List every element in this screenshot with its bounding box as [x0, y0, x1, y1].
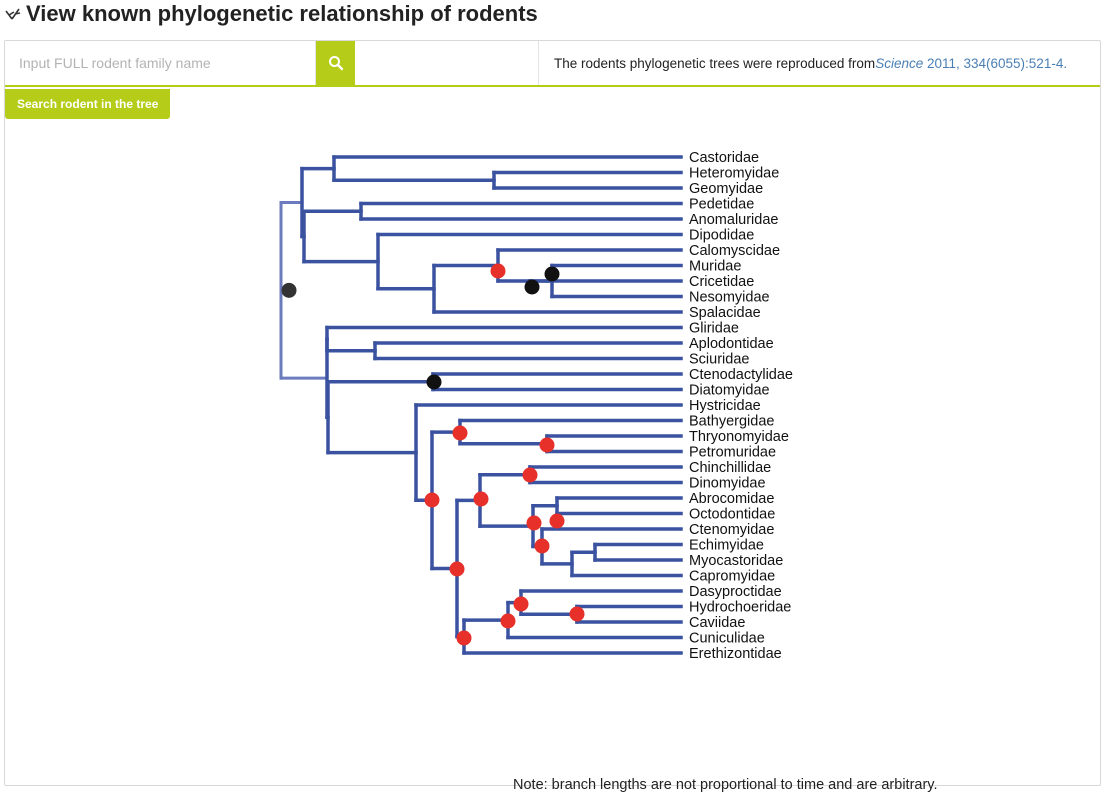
branch-length-note: Note: branch lengths are not proportiona… — [513, 777, 938, 793]
taxon-label: Petromuridae — [689, 445, 776, 461]
citation-details: 2011, 334(6055):521-4. — [923, 55, 1068, 71]
taxon-label: Ctenodactylidae — [689, 367, 793, 383]
node-marker — [539, 437, 555, 453]
journal-name: Science — [875, 55, 924, 71]
taxon-label: Dipodidae — [689, 228, 754, 244]
node-marker — [500, 613, 516, 629]
node-marker — [456, 630, 472, 646]
node-marker — [522, 467, 538, 483]
family-search-input[interactable] — [5, 41, 316, 85]
taxon-label: Cricetidae — [689, 274, 754, 290]
taxon-label: Diatomyidae — [689, 383, 770, 399]
taxon-label: Dasyproctidae — [689, 584, 782, 600]
taxon-label: Sciuridae — [689, 352, 749, 368]
taxon-label: Myocastoridae — [689, 553, 783, 569]
node-marker — [449, 561, 465, 577]
taxon-label: Nesomyidae — [689, 290, 770, 306]
phylogeny-icon — [5, 8, 21, 20]
taxon-label: Gliridae — [689, 321, 739, 337]
search-bar: The rodents phylogenetic trees were repr… — [5, 41, 1100, 87]
phylogenetic-tree: CastoridaeHeteromyidaeGeomyidaePedetidae… — [279, 150, 793, 662]
taxon-label: Chinchillidae — [689, 460, 771, 476]
search-button[interactable] — [316, 41, 355, 85]
taxon-label: Octodontidae — [689, 507, 775, 523]
search-tree-tab[interactable]: Search rodent in the tree — [5, 89, 171, 119]
taxon-label: Cuniculidae — [689, 631, 765, 647]
taxon-label: Geomyidae — [689, 181, 763, 197]
taxon-label: Castoridae — [689, 150, 759, 166]
tree-panel: The rodents phylogenetic trees were repr… — [4, 40, 1101, 793]
taxon-label: Caviidae — [689, 615, 745, 631]
taxon-label: Spalacidae — [689, 305, 761, 321]
page-header: View known phylogenetic relationship of … — [4, 0, 538, 28]
node-marker — [534, 538, 550, 554]
taxon-label: Ctenomyidae — [689, 522, 774, 538]
taxon-label: Calomyscidae — [689, 243, 780, 259]
taxon-label: Bathyergidae — [689, 414, 774, 430]
source-citation: The rodents phylogenetic trees were repr… — [538, 41, 1100, 85]
node-marker — [549, 513, 565, 529]
source-prefix: The rodents phylogenetic trees were repr… — [554, 55, 876, 71]
source-link[interactable]: Science 2011, 334(6055):521-4. — [875, 56, 1067, 71]
node-marker — [452, 425, 468, 441]
taxon-label: Erethizontidae — [689, 646, 782, 662]
taxon-label: Aplodontidae — [689, 336, 774, 352]
node-marker — [490, 263, 506, 279]
search-icon — [328, 56, 343, 71]
taxon-label: Pedetidae — [689, 197, 754, 213]
node-marker — [524, 279, 540, 295]
taxon-label: Dinomyidae — [689, 476, 766, 492]
page-title: View known phylogenetic relationship of … — [26, 1, 538, 26]
taxon-label: Capromyidae — [689, 569, 775, 585]
taxon-label: Anomaluridae — [689, 212, 778, 228]
node-marker — [473, 491, 489, 507]
node-marker — [513, 596, 529, 612]
taxon-label: Hydrochoeridae — [689, 600, 791, 616]
taxon-label: Muridae — [689, 259, 741, 275]
taxon-label: Echimyidae — [689, 538, 764, 554]
node-marker — [426, 374, 442, 390]
taxon-label: Thryonomyidae — [689, 429, 789, 445]
node-marker — [569, 606, 585, 622]
taxon-label: Abrocomidae — [689, 491, 774, 507]
node-marker — [424, 492, 440, 508]
taxon-label: Heteromyidae — [689, 166, 779, 182]
taxon-label: Hystricidae — [689, 398, 761, 414]
node-marker — [526, 515, 542, 531]
node-marker — [544, 266, 560, 282]
node-marker — [281, 282, 297, 298]
